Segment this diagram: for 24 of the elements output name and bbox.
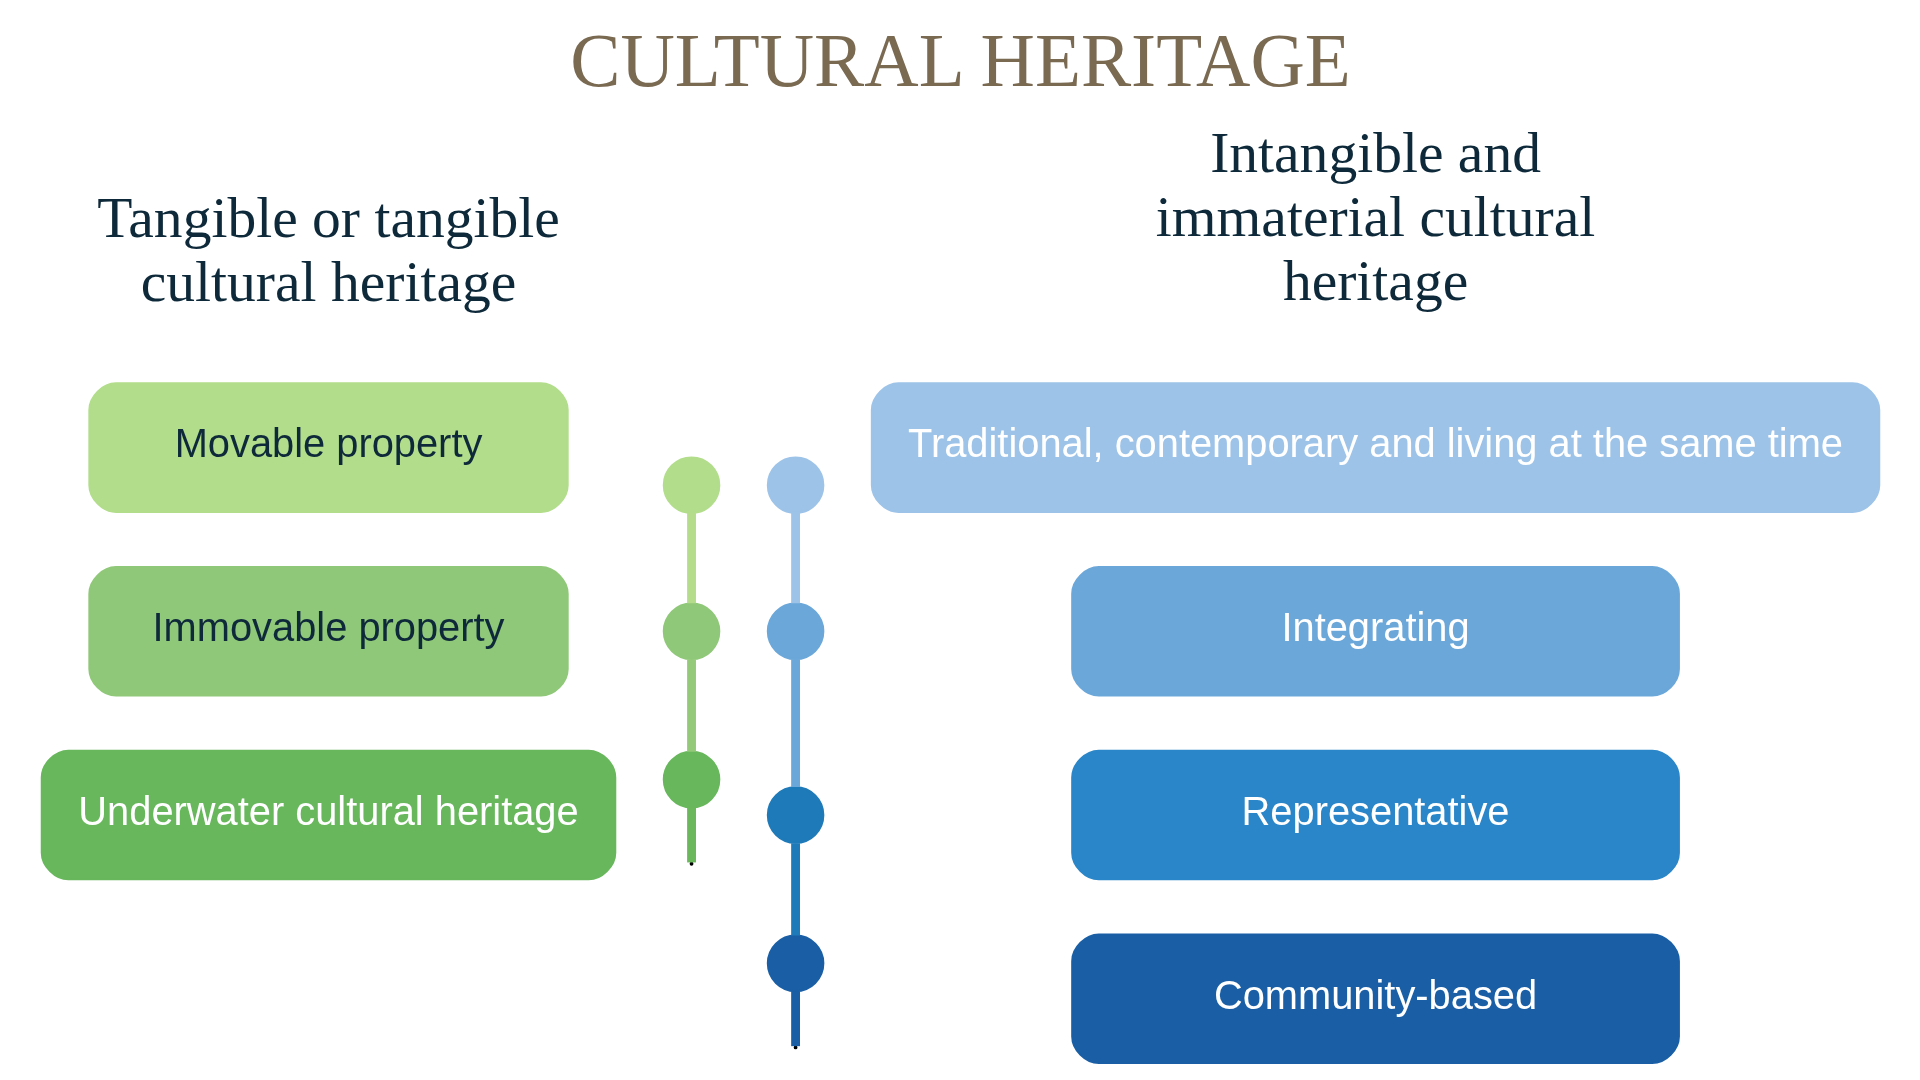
label: Tangible or tangible cultural heritage (96, 185, 560, 314)
node-box: Movable property (87, 382, 569, 513)
connector (790, 843, 800, 936)
node-circle (766, 456, 824, 514)
node-circle (662, 602, 720, 661)
node-box: Traditional, contemporary and living at the same time (870, 382, 1880, 513)
connector (686, 659, 696, 752)
connector (686, 512, 696, 604)
node-circle (766, 602, 824, 661)
node-box: Underwater cultural heritage (40, 749, 616, 881)
node-circle (766, 934, 824, 993)
connector (790, 659, 800, 788)
node-box: Immovable property (87, 566, 569, 697)
node-circle (662, 750, 720, 809)
connector (686, 807, 696, 863)
node-box: Community-based (1070, 933, 1680, 1065)
node-box: Integrating (1070, 566, 1680, 697)
node-circle (662, 456, 720, 514)
connector (790, 512, 800, 604)
diagram-title: CULTURAL HERITAGE (569, 19, 1351, 103)
label: Intangible and immaterial cultural heritage (1155, 120, 1595, 312)
node-box: Representative (1070, 749, 1680, 881)
connector (790, 991, 800, 1047)
node-circle (766, 786, 824, 844)
